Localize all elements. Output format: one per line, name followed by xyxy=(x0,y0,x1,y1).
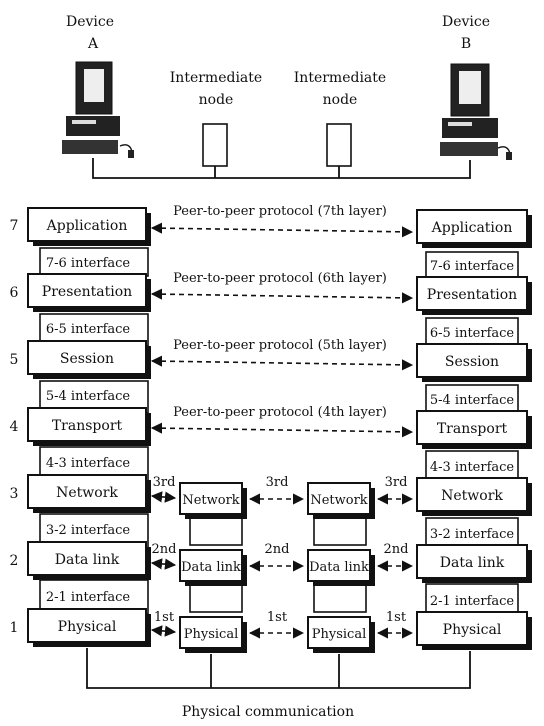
layer-number: 1 xyxy=(10,620,19,636)
interface-label-a: 7-6 interface xyxy=(46,256,131,271)
interface-label-a: 4-3 interface xyxy=(46,456,131,471)
hop-label-2nd: 2nd xyxy=(265,542,290,557)
layer-application-b: Application xyxy=(431,220,513,236)
hop-label-3rd: 3rd xyxy=(385,475,408,490)
intermediate-node-2-sub: node xyxy=(323,92,358,108)
peer-arrows xyxy=(150,222,414,639)
layer-number: 4 xyxy=(10,419,19,435)
node-1-network: Network xyxy=(182,493,239,508)
layer-number: 6 xyxy=(10,285,19,301)
layer-session-b: Session xyxy=(445,354,499,370)
hop-label-1st: 1st xyxy=(386,610,407,625)
layer-number: 7 xyxy=(10,218,19,234)
layer-datalink-a: Data link xyxy=(55,552,120,568)
layer-physical-b: Physical xyxy=(443,622,502,638)
node-1-datalink: Data link xyxy=(181,560,241,575)
interface-label-a: 5-4 interface xyxy=(46,389,131,404)
layer-datalink-b: Data link xyxy=(440,555,505,571)
layer-transport-b: Transport xyxy=(437,421,508,437)
peer-protocol-7: Peer-to-peer protocol (7th layer) xyxy=(173,204,387,219)
hop-label-3rd: 3rd xyxy=(266,475,289,490)
hop-label-1st: 1st xyxy=(267,610,288,625)
intermediate-node-1-sub: node xyxy=(199,92,234,108)
layer-network-a: Network xyxy=(56,485,118,501)
hop-label-2nd: 2nd xyxy=(152,542,177,557)
interface-label-b: 6-5 interface xyxy=(430,326,515,341)
intermediate-node-2-label: Intermediate xyxy=(294,70,386,86)
peer-protocol-4: Peer-to-peer protocol (4th layer) xyxy=(173,405,387,420)
device-a-letter: A xyxy=(87,36,99,52)
layer-presentation-b: Presentation xyxy=(427,287,517,303)
interface-label-b: 5-4 interface xyxy=(430,393,515,408)
peer-protocol-6: Peer-to-peer protocol (6th layer) xyxy=(173,271,387,286)
device-b-label: Device xyxy=(442,14,490,30)
node-2-network: Network xyxy=(310,493,367,508)
physical-communication-line xyxy=(86,648,471,689)
intermediate-node-1-icon xyxy=(202,123,228,167)
hop-label-2nd: 2nd xyxy=(384,542,409,557)
node-1-physical: Physical xyxy=(184,627,238,642)
top-network-line xyxy=(92,158,471,179)
left-stack xyxy=(27,207,151,647)
layer-presentation-a: Presentation xyxy=(42,284,132,300)
hop-label-1st: 1st xyxy=(154,610,175,625)
interface-label-b: 2-1 interface xyxy=(430,594,515,609)
device-b-letter: B xyxy=(461,36,471,52)
hop-label-3rd: 3rd xyxy=(153,475,176,490)
intermediate-node-2-icon xyxy=(326,123,352,167)
layer-number: 2 xyxy=(10,553,19,569)
device-a-label: Device xyxy=(66,14,114,30)
interface-label-a: 2-1 interface xyxy=(46,590,131,605)
physical-communication-label: Physical communication xyxy=(182,704,354,720)
interface-label-b: 7-6 interface xyxy=(430,259,515,274)
intermediate-stack-1 xyxy=(179,482,247,653)
layer-physical-a: Physical xyxy=(58,619,117,635)
interface-label-a: 6-5 interface xyxy=(46,322,131,337)
layer-number: 3 xyxy=(10,486,19,502)
layer-network-b: Network xyxy=(441,488,503,504)
computer-a-icon xyxy=(62,61,134,158)
layer-number: 5 xyxy=(10,352,19,368)
node-2-physical: Physical xyxy=(312,627,366,642)
interface-label-a: 3-2 interface xyxy=(46,523,131,538)
interface-label-b: 4-3 interface xyxy=(430,460,515,475)
right-stack xyxy=(416,209,532,650)
layer-session-a: Session xyxy=(60,351,114,367)
node-2-datalink: Data link xyxy=(309,560,369,575)
interface-label-b: 3-2 interface xyxy=(430,527,515,542)
intermediate-stack-2 xyxy=(307,482,375,653)
layer-transport-a: Transport xyxy=(52,418,123,434)
layer-application-a: Application xyxy=(46,218,128,234)
peer-protocol-5: Peer-to-peer protocol (5th layer) xyxy=(173,338,387,353)
computer-b-icon xyxy=(440,63,512,160)
intermediate-node-1-label: Intermediate xyxy=(170,70,262,86)
